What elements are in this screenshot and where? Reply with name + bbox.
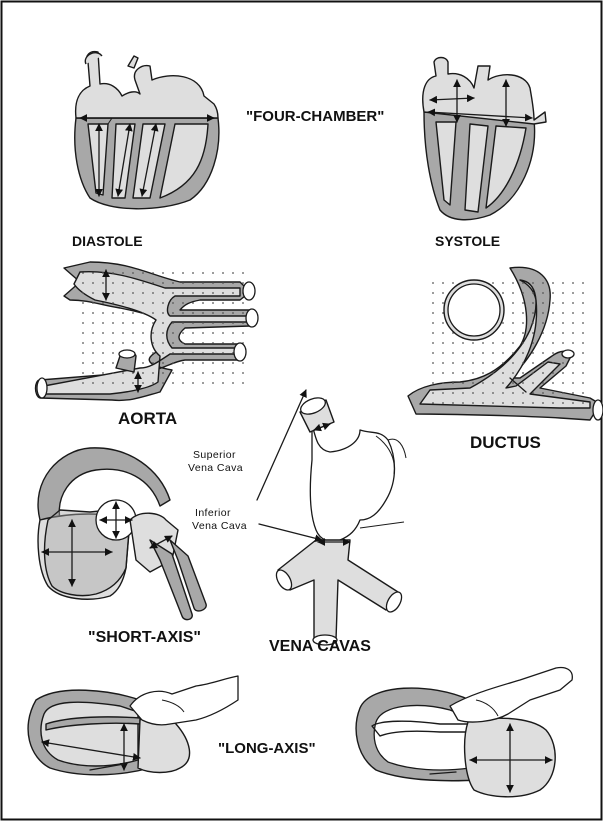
short-axis-illustration: [38, 448, 206, 620]
ductus-illustration: [408, 267, 603, 420]
svg-text:Inferior: Inferior: [195, 507, 231, 519]
svg-text:Vena Cava: Vena Cava: [192, 520, 247, 532]
four-chamber-label: "FOUR-CHAMBER": [246, 108, 384, 125]
vena-cavas-label: VENA CAVAS: [269, 638, 371, 655]
systole-label: SYSTOLE: [435, 233, 500, 249]
long-axis-left-illustration: [28, 676, 238, 775]
long-axis-label: "LONG-AXIS": [218, 740, 316, 757]
systole-heart-illustration: [423, 58, 546, 220]
vena-cavas-illustration: [257, 390, 406, 645]
svg-text:Superior: Superior: [193, 449, 236, 461]
short-axis-label: "SHORT-AXIS": [88, 629, 201, 646]
long-axis-right-illustration: [356, 668, 572, 797]
diastole-label: DIASTOLE: [72, 233, 143, 249]
superior-vena-cava-label: Superior Vena Cava: [188, 449, 243, 474]
diastole-heart-illustration: [75, 52, 219, 209]
ductus-label: DUCTUS: [470, 433, 541, 452]
aorta-label: AORTA: [118, 409, 177, 428]
aorta-illustration: [36, 262, 259, 400]
svg-text:Vena Cava: Vena Cava: [188, 462, 243, 474]
inferior-vena-cava-label: Inferior Vena Cava: [192, 507, 247, 532]
